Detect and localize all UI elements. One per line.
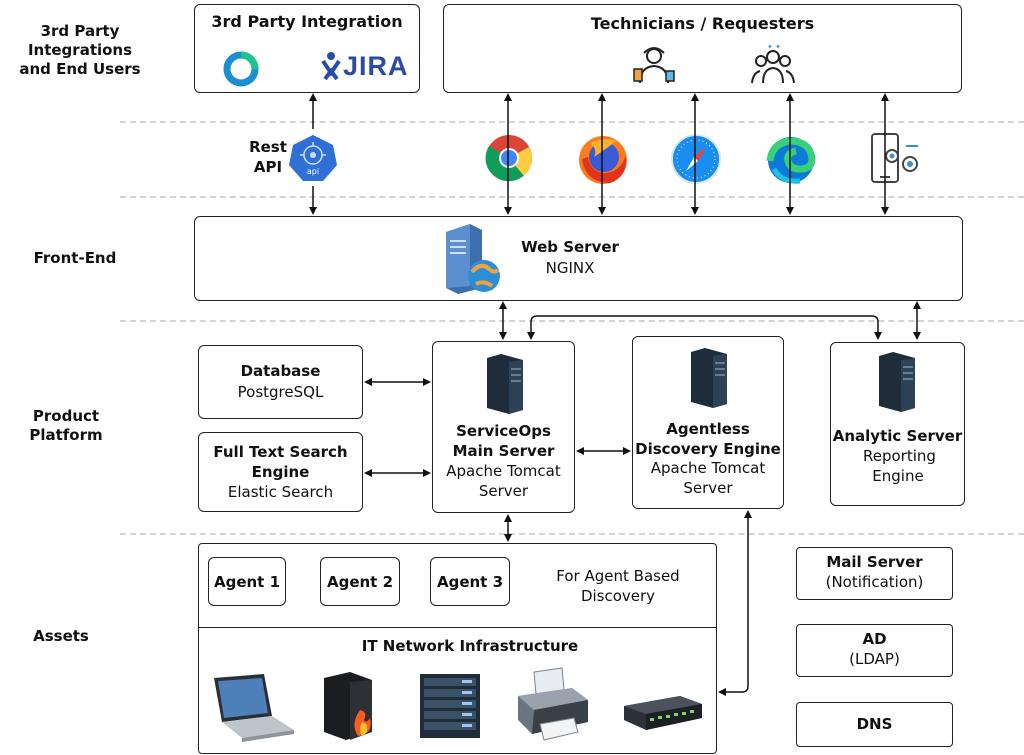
agent-discovery-label: For Agent Based Discovery bbox=[556, 567, 680, 605]
ad-title: AD bbox=[862, 630, 887, 648]
ad-box: AD (LDAP) bbox=[796, 624, 953, 677]
svg-text:✦ ✦: ✦ ✦ bbox=[767, 43, 781, 51]
analytic-server-box: Analytic Server Reporting Engine bbox=[830, 342, 965, 506]
analytic-title: Analytic Server bbox=[832, 427, 963, 445]
third-party-title: 3rd Party Integration bbox=[211, 12, 403, 31]
full-text-search-box: Full Text Search Engine Elastic Search bbox=[198, 432, 363, 512]
web-server-subtitle: NGINX bbox=[545, 259, 595, 277]
agentless-discovery-box: Agentless Discovery Engine Apache Tomcat… bbox=[632, 336, 784, 509]
laptop-icon bbox=[214, 674, 294, 742]
mail-server-box: Mail Server (Notification) bbox=[796, 547, 953, 600]
lane-divider bbox=[120, 320, 1024, 322]
mail-server-subtitle: (Notification) bbox=[825, 573, 924, 591]
lane-divider bbox=[120, 533, 1024, 535]
main-server-box: ServiceOps Main Server Apache Tomcat Ser… bbox=[432, 341, 575, 513]
fts-subtitle: Elastic Search bbox=[227, 483, 334, 501]
jira-logo-text: JIRA bbox=[343, 51, 409, 81]
fts-title: Full Text Search Engine bbox=[213, 443, 348, 481]
assets-divider bbox=[199, 627, 716, 628]
agent-1: Agent 1 bbox=[208, 557, 286, 606]
lane-divider bbox=[120, 196, 1024, 198]
agent-3: Agent 3 bbox=[430, 557, 510, 606]
jira-icon bbox=[321, 52, 341, 81]
database-box: Database PostgreSQL bbox=[198, 345, 363, 419]
dns-box: DNS bbox=[796, 702, 953, 747]
web-server-icon bbox=[446, 224, 500, 294]
main-server-subtitle: Apache Tomcat Server bbox=[446, 462, 561, 500]
agentless-subtitle: Apache Tomcat Server bbox=[650, 459, 766, 497]
analytic-subtitle: Reporting Engine bbox=[863, 447, 936, 485]
technician-icon bbox=[633, 47, 675, 84]
main-server-title: ServiceOps Main Server bbox=[452, 422, 555, 460]
dns-title: DNS bbox=[856, 715, 893, 733]
technicians-requesters-box: Technicians / Requesters ✦ ✦ bbox=[443, 4, 962, 93]
it-network-title: IT Network Infrastructure bbox=[361, 637, 579, 655]
lane-label-frontend: Front-End bbox=[33, 249, 117, 267]
network-switch-icon bbox=[624, 696, 702, 730]
database-title: Database bbox=[240, 362, 321, 380]
third-party-integration-box: 3rd Party Integration JIRA bbox=[194, 4, 420, 93]
ad-subtitle: (LDAP) bbox=[849, 650, 900, 668]
firewall-icon bbox=[324, 672, 372, 740]
arrow-agentless-network bbox=[718, 510, 752, 696]
rest-api-badge: api bbox=[307, 167, 319, 176]
web-server-box bbox=[194, 216, 963, 301]
lane-label-integrations: 3rd Party Integrations and End Users bbox=[19, 22, 141, 78]
arrow-main-analytic bbox=[527, 315, 882, 340]
agentless-title: Agentless Discovery Engine bbox=[635, 420, 781, 458]
main-server-icon bbox=[487, 354, 523, 414]
database-subtitle: PostgreSQL bbox=[237, 383, 324, 401]
integration-ring-icon bbox=[223, 51, 259, 87]
requesters-icon: ✦ ✦ bbox=[751, 43, 795, 84]
technicians-title: Technicians / Requesters bbox=[590, 14, 815, 33]
lane-label-assets: Assets bbox=[33, 627, 89, 645]
printer-icon bbox=[518, 667, 588, 741]
lane-divider bbox=[120, 121, 1024, 123]
rest-api-icon: api bbox=[289, 135, 337, 181]
analytic-server-icon bbox=[879, 352, 915, 412]
server-rack-icon bbox=[420, 674, 480, 738]
mail-server-title: Mail Server bbox=[826, 553, 923, 571]
agentless-server-icon bbox=[691, 348, 727, 408]
lane-label-platform: Product Platform bbox=[29, 407, 103, 444]
agent-2: Agent 2 bbox=[320, 557, 400, 606]
rest-api-label: Rest API bbox=[249, 138, 287, 176]
web-server-title: Web Server bbox=[521, 238, 619, 256]
